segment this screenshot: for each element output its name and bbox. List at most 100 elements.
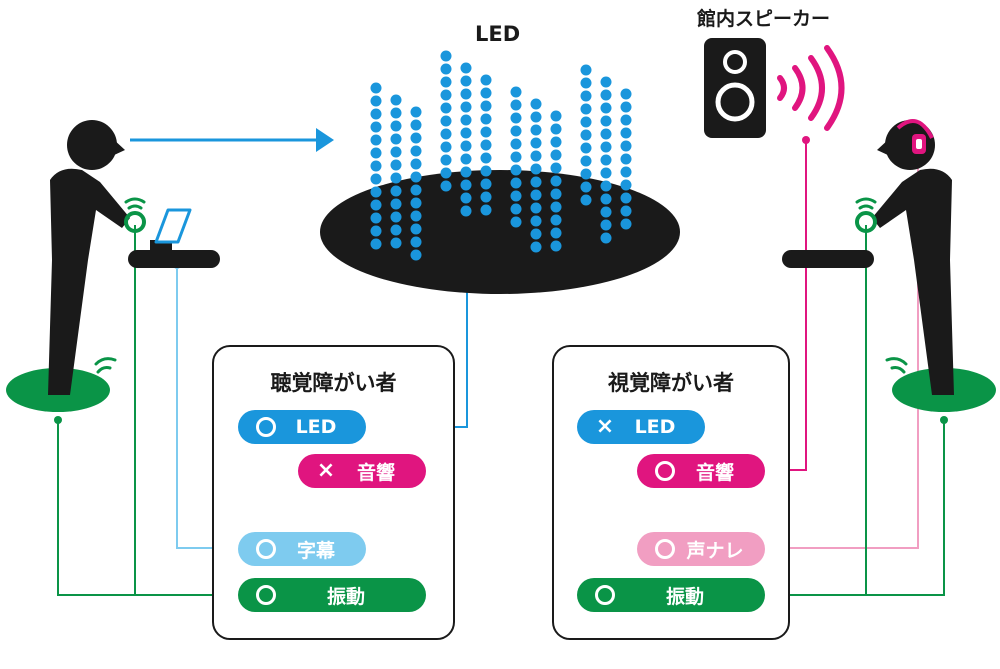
led-dot [410,171,422,183]
led-dot [530,137,542,149]
led-dot [440,167,452,179]
led-dot [460,114,472,126]
led-dot [530,202,542,214]
led-dot [370,121,382,133]
led-dot [550,227,562,239]
led-dot [440,180,452,192]
led-dot [510,164,522,176]
check-mark-icon [651,535,679,563]
speaker-icon [704,38,766,138]
led-dot [410,119,422,131]
led-dot [580,129,592,141]
led-dot [620,153,632,165]
led-dot [600,76,612,88]
led-dot-matrix [370,50,632,261]
led-dot [580,64,592,76]
led-dot [550,162,562,174]
led-dot [510,138,522,150]
led-dot [580,142,592,154]
led-dot [390,120,402,132]
led-dot [510,216,522,228]
led-dot [620,179,632,191]
led-dot [530,241,542,253]
led-dot [530,163,542,175]
led-dot [460,88,472,100]
led-dot [480,152,492,164]
led-label: LED [475,22,521,46]
led-dot [390,172,402,184]
pill-led: × LED [577,410,705,444]
led-dot [530,228,542,240]
pill-vibration: 振動 [238,578,426,612]
led-dot [480,74,492,86]
led-dot [530,215,542,227]
check-mark-icon [252,413,280,441]
led-dot [390,94,402,106]
led-dot [440,115,452,127]
led-dot [370,134,382,146]
led-dot [480,165,492,177]
led-dot [600,219,612,231]
led-dot [460,192,472,204]
led-dot [440,63,452,75]
led-dot [600,89,612,101]
led-dot [460,75,472,87]
hall-speaker-label: 館内スピーカー [697,8,831,30]
led-dot [580,155,592,167]
led-dot [550,136,562,148]
led-dot [370,108,382,120]
pill-caption: 字幕 [238,532,366,566]
led-dot [600,167,612,179]
led-dot [550,214,562,226]
led-dot [480,191,492,203]
led-dot [620,192,632,204]
led-dot [370,160,382,172]
led-dot [480,113,492,125]
panel-title: 視覚障がい者 [608,371,734,395]
led-dot [580,77,592,89]
sound-wave-icon [777,45,845,131]
led-dot [440,154,452,166]
led-dot [600,154,612,166]
led-dot [370,238,382,250]
led-dot [370,199,382,211]
led-dot [410,184,422,196]
led-dot [410,236,422,248]
check-mark-icon [591,581,619,609]
led-dot [530,98,542,110]
led-dot [620,127,632,139]
led-dot [390,185,402,197]
led-dot [600,206,612,218]
led-dot [480,87,492,99]
led-dot [600,180,612,192]
pill-sound: × 音響 [298,454,426,488]
led-dot [390,107,402,119]
led-dot [480,100,492,112]
led-dot [620,218,632,230]
led-dot [510,125,522,137]
led-dot [600,128,612,140]
led-dot [530,111,542,123]
led-dot [370,82,382,94]
led-dot [620,88,632,100]
led-dot [550,149,562,161]
led-dot [460,205,472,217]
pill-vibration: 振動 [577,578,765,612]
cross-mark-icon: × [595,414,615,439]
led-dot [370,212,382,224]
led-dot [410,106,422,118]
led-dot [410,223,422,235]
led-dot [370,147,382,159]
check-mark-icon [252,535,280,563]
led-dot [620,205,632,217]
led-dot [510,190,522,202]
led-dot [390,198,402,210]
led-dot [530,150,542,162]
led-dot [620,114,632,126]
led-dot [600,102,612,114]
led-dot [510,177,522,189]
led-dot [510,86,522,98]
arrow-icon [130,128,334,152]
led-dot [390,133,402,145]
